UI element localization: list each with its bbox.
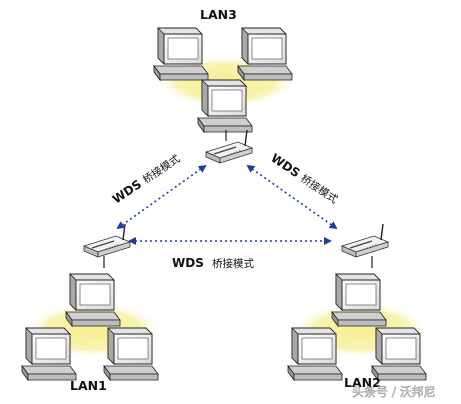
lan2-label: LAN2 (344, 375, 381, 390)
wds-label-bottom: WDS 桥接模式 (172, 256, 254, 270)
wds-right-protocol: WDS (268, 151, 302, 180)
lan1-computer-left (21, 327, 77, 381)
top-router-icon (205, 129, 253, 164)
wds-bottom-mode: 桥接模式 (212, 257, 254, 270)
wds-right-mode: 桥接模式 (298, 172, 341, 207)
lan2-computer-right (371, 327, 427, 381)
lan2-computer-back (331, 273, 387, 327)
wds-label-left: WDS 桥接模式 (110, 152, 183, 207)
lan1-label: LAN1 (70, 378, 107, 393)
lan3-computer-left (153, 27, 209, 81)
lan1-computer-right (103, 327, 159, 381)
left-router-icon (83, 223, 131, 258)
lan2-computer-left (287, 327, 343, 381)
watermark-text: 头条号 / 沃邦尼 (352, 385, 436, 399)
wds-bottom-protocol: WDS (172, 256, 204, 270)
right-router-icon (341, 223, 389, 258)
wds-left-protocol: WDS (110, 177, 144, 206)
lan3-computer-front (197, 79, 253, 133)
wds-left-mode: 桥接模式 (140, 152, 183, 187)
wds-label-right: WDS 桥接模式 (268, 151, 341, 207)
lan1-computer-back (65, 273, 121, 327)
lan3-computer-right (237, 27, 293, 81)
lan3-label: LAN3 (200, 7, 237, 22)
